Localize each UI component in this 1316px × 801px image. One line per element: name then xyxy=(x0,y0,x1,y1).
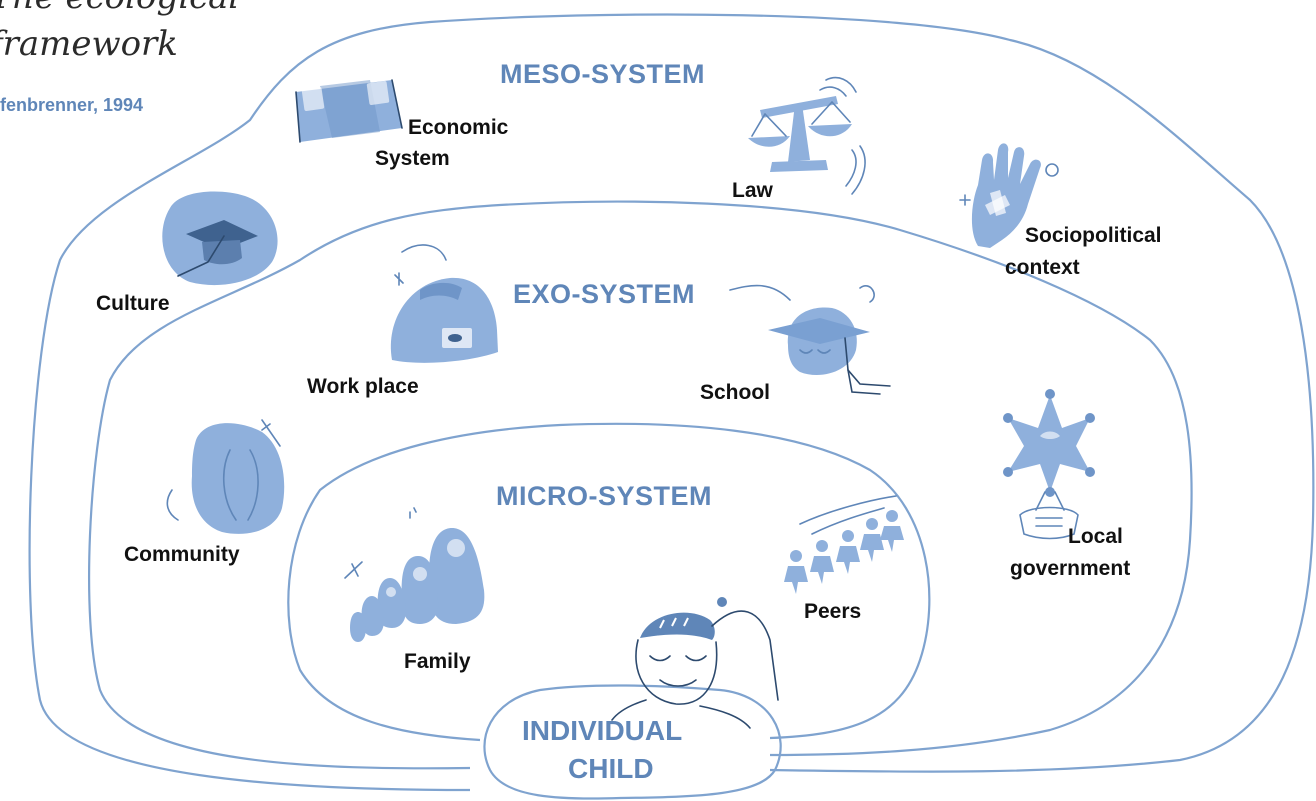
micro-system-ring xyxy=(287,422,931,742)
economic-system-label-line2: System xyxy=(375,147,450,170)
economic-system-label-line1: Economic xyxy=(408,116,509,139)
page-title-line2: framework xyxy=(0,24,178,64)
school-label: School xyxy=(700,381,770,404)
family-label: Family xyxy=(404,650,471,673)
community-label: Community xyxy=(124,543,240,566)
sociopolitical-label-line1: Sociopolitical xyxy=(1025,224,1162,247)
sociopolitical-label-line2: context xyxy=(1005,256,1080,279)
exo-system-ring xyxy=(88,200,1193,770)
individual-child-label-line2: CHILD xyxy=(568,753,654,784)
child-face-icon xyxy=(611,597,779,729)
law-label: Law xyxy=(732,179,774,202)
hard-hat-icon xyxy=(390,244,498,363)
page-title-line1: The ecological xyxy=(0,0,239,17)
sheriff-star-icon xyxy=(1003,389,1095,540)
graduate-icon xyxy=(729,284,891,395)
local-government-label-line2: government xyxy=(1010,557,1130,580)
scales-icon xyxy=(748,76,866,195)
individual-child-bubble xyxy=(483,684,782,800)
nesting-dolls-icon xyxy=(344,507,485,642)
graduation-cap-icon xyxy=(162,191,278,286)
individual-child-label-line1: INDIVIDUAL xyxy=(522,715,682,746)
citation: Bronfenbrenner, 1994 xyxy=(0,95,143,115)
local-government-label-line1: Local xyxy=(1068,525,1123,548)
peers-label: Peers xyxy=(804,600,861,623)
micro-system-label: MICRO-SYSTEM xyxy=(496,481,712,511)
money-icon xyxy=(295,79,403,143)
culture-label: Culture xyxy=(96,292,170,315)
exo-system-label: EXO-SYSTEM xyxy=(513,279,695,309)
meso-system-label: MESO-SYSTEM xyxy=(500,59,705,89)
hand-icon xyxy=(959,143,1059,248)
faces-icon xyxy=(166,419,285,534)
work-place-label: Work place xyxy=(307,375,419,398)
meso-system-ring xyxy=(28,13,1315,792)
paper-chain-people-icon xyxy=(784,495,904,594)
